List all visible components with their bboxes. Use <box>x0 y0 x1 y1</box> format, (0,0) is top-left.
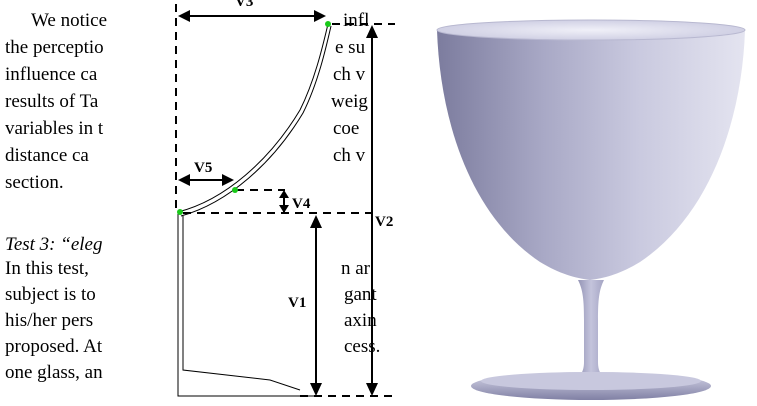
text-line-6: distance ca <box>5 145 89 166</box>
v3-label-bg <box>230 0 266 10</box>
v2-arrow-head-bottom <box>366 383 378 396</box>
control-point-mid <box>232 187 238 193</box>
para2-line-3: his/her pers <box>5 310 94 331</box>
v1-arrow-head-top <box>310 215 322 228</box>
text-right-4: weig <box>331 91 368 112</box>
text-line-5: variables in t <box>5 118 104 139</box>
v4-arrow-head-top <box>279 190 289 198</box>
v1-label-bg <box>288 290 314 310</box>
text-line-1: We notice <box>31 10 108 31</box>
profile-curve-outer <box>177 23 329 213</box>
glass-stem <box>576 280 606 380</box>
stem-profile-left <box>177 212 316 397</box>
v1-arrow-head-bottom <box>310 383 322 396</box>
para2-line-2: subject is to <box>5 284 96 305</box>
v5-label-bg <box>192 156 222 174</box>
text-right-1: infl <box>343 10 370 31</box>
diagram-backdrop-lower <box>148 216 183 406</box>
text-right-6: ch v <box>333 145 366 166</box>
v2-label: V2 <box>375 214 393 230</box>
text-line-4: results of Ta <box>5 91 99 112</box>
para2-line-4: proposed. At <box>5 336 103 357</box>
para2-right-1: n ar <box>341 258 371 279</box>
v2-arrow-head-top <box>366 25 378 38</box>
v5-arrow-head-right <box>222 174 234 186</box>
stem-profile-right <box>182 216 301 391</box>
control-point-top <box>325 21 331 27</box>
v5-label: V5 <box>194 160 212 176</box>
text-right-5: coe <box>333 118 360 139</box>
glass-base-top <box>481 372 701 390</box>
v4-label-bg <box>290 193 322 211</box>
glass-rim <box>436 19 746 41</box>
control-point-stem <box>177 209 183 215</box>
text-line-7: section. <box>5 172 64 193</box>
v1-label: V1 <box>288 295 306 311</box>
v3-label: V3 <box>235 0 253 10</box>
v2-label-bg <box>373 210 397 232</box>
text-right-2: e su <box>335 37 366 58</box>
text-line-2: the perceptio <box>5 37 104 58</box>
glass-bowl <box>437 30 745 280</box>
text-line-3: influence ca <box>5 64 98 85</box>
test-heading: Test 3: “eleg <box>5 234 103 255</box>
text-right-3: ch v <box>333 64 366 85</box>
v3-arrow-head-left <box>178 10 190 22</box>
para2-line-5: one glass, an <box>5 362 103 383</box>
v5-arrow-head-left <box>178 174 190 186</box>
para2-right-3: axin <box>344 310 377 331</box>
v4-arrow-head-bottom <box>279 205 289 213</box>
v4-label: V4 <box>292 196 311 212</box>
v3-arrow-head-right <box>314 10 326 22</box>
para2-line-1: In this test, <box>5 258 89 279</box>
profile-curve-inner <box>180 25 332 217</box>
para2-right-2: gant <box>344 284 377 305</box>
